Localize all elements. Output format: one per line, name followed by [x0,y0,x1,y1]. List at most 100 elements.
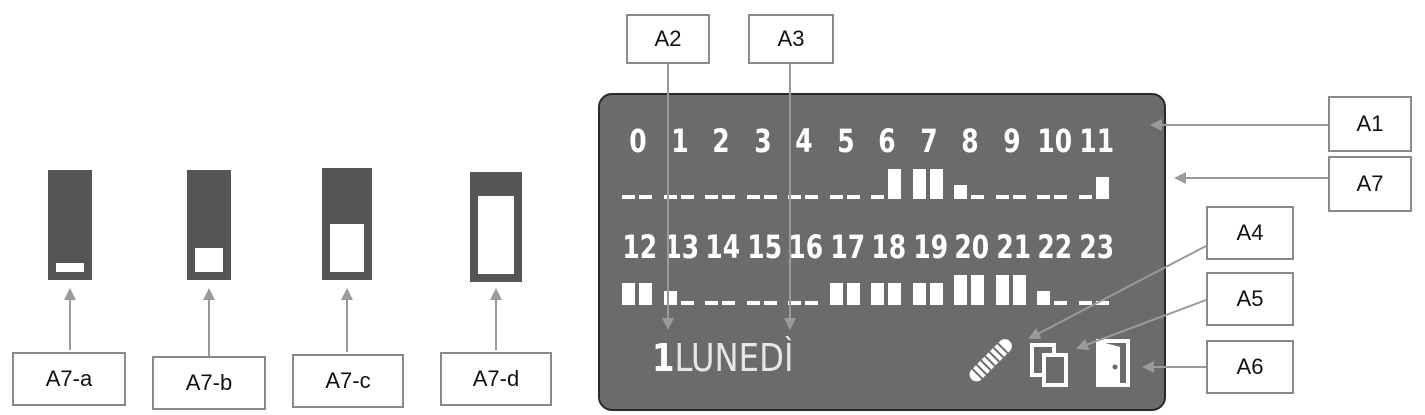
hour-digit-7: 7 [919,122,938,160]
half-hour-segment [622,195,635,199]
half-hour-segment [912,169,926,199]
hour-digit-20: 20 [954,228,990,266]
half-hour-segment [1012,275,1026,305]
label-a7: A7 [1328,156,1412,212]
half-hour-segment [971,275,984,305]
hour-digit-14: 14 [705,228,741,266]
a5-line [1076,299,1207,351]
half-hour-segment [622,283,635,305]
hour-digit-19: 19 [912,228,948,266]
half-hour-segment [705,195,718,199]
level-icon-a7-d [470,172,522,282]
label-a7-b: A7-b [152,356,266,410]
hour-digit-17: 17 [829,228,865,266]
hour-digit-18: 18 [871,228,907,266]
half-hour-segment [954,185,967,199]
level-icon-a7-b [187,170,231,280]
a4-line [1028,245,1207,339]
label-a4: A4 [1206,206,1294,260]
half-hour-segment [1037,291,1050,305]
half-hour-segment [995,195,1009,199]
label-a7-d: A7-d [440,352,552,406]
half-hour-segment [763,301,777,305]
half-hour-segment [1054,195,1067,199]
day-number: 1 [652,336,675,380]
half-hour-segment [746,195,760,199]
label-a7-c: A7-c [292,354,404,408]
hour-digit-23: 23 [1078,228,1114,266]
half-hour-segment [954,275,967,305]
half-hour-segment [846,283,860,305]
half-hour-segment [805,301,818,305]
half-hour-segment [1054,301,1067,305]
half-hour-segment [1078,301,1092,305]
level-icon-a7-a [48,170,92,280]
hour-digit-15: 15 [746,228,782,266]
hour-digit-16: 16 [788,228,824,266]
half-hour-segment [805,195,818,199]
half-hour-segment [846,195,860,199]
hour-digit-6: 6 [878,122,896,160]
hour-digit-22: 22 [1037,228,1073,266]
door-icon [1096,339,1130,387]
hour-digit-4: 4 [795,122,813,160]
level-fill [56,263,84,272]
half-hour-segment [829,195,843,199]
label-a7-a: A7-a [12,352,126,406]
level-fill [330,224,364,272]
copy-icon [1030,343,1068,387]
half-hour-segment [663,291,677,305]
half-hour-segment [995,275,1009,305]
label-a3: A3 [748,14,834,64]
half-hour-segment [722,195,735,199]
hour-digit-3: 3 [753,122,772,160]
half-hour-segment [1095,177,1109,199]
level-fill [195,248,223,272]
hour-digit-13: 13 [663,228,699,266]
day-name: LUNEDÌ [674,336,794,380]
half-hour-segment [929,283,943,305]
label-a1: A1 [1328,96,1412,152]
half-hour-segment [1037,195,1050,199]
half-hour-segment [680,195,694,199]
level-icon-a7-c [322,168,372,280]
label-a6: A6 [1206,340,1294,394]
day-readout: 1LUNEDÌ [652,339,793,377]
hour-digit-8: 8 [961,122,979,160]
half-hour-segment [788,301,801,305]
half-hour-segment [1012,195,1026,199]
half-hour-segment [639,195,652,199]
half-hour-segment [746,301,760,305]
hour-digit-5: 5 [836,122,855,160]
half-hour-segment [871,195,884,199]
half-hour-segment [1078,195,1092,199]
hour-digit-9: 9 [1002,122,1021,160]
hour-digit-11: 11 [1078,122,1114,160]
half-hour-segment [763,195,777,199]
half-hour-segment [639,283,652,305]
half-hour-segment [912,283,926,305]
half-hour-segment [971,195,984,199]
wire-icon [969,339,1012,382]
hour-digit-2: 2 [712,122,730,160]
hour-digit-12: 12 [622,228,658,266]
half-hour-segment [722,301,735,305]
half-hour-segment [871,283,884,305]
half-hour-segment [680,301,694,305]
half-hour-segment [705,301,718,305]
hour-digit-1: 1 [670,122,689,160]
hour-digit-0: 0 [629,122,647,160]
label-a5: A5 [1206,272,1294,326]
half-hour-segment [929,169,943,199]
level-fill [478,196,514,274]
label-a2: A2 [626,14,710,64]
half-hour-segment [663,195,677,199]
half-hour-segment [888,283,901,305]
hour-digit-10: 10 [1037,122,1073,160]
half-hour-segment [1095,301,1109,305]
hour-digit-21: 21 [995,228,1031,266]
half-hour-segment [829,283,843,305]
half-hour-segment [888,169,901,199]
